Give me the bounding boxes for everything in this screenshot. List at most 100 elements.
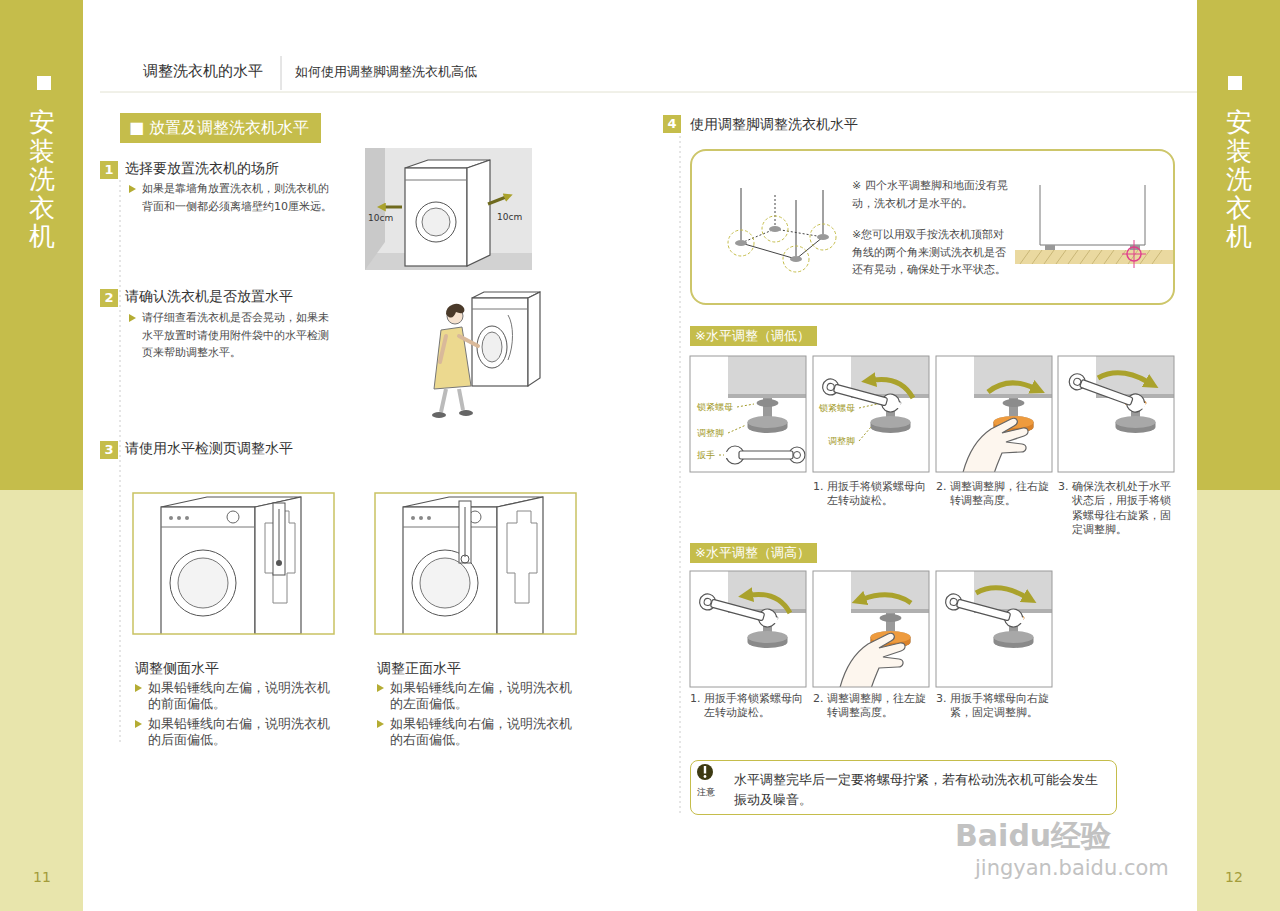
raise-step-illustration xyxy=(936,571,1052,687)
woman-checking-illustration xyxy=(459,336,478,346)
side-band: 安装洗衣机 xyxy=(0,0,83,911)
leveling-feet-diagram xyxy=(796,200,797,256)
wall-corner-illustration xyxy=(365,148,532,270)
raise-step-illustration xyxy=(750,594,790,613)
woman-checking-illustration xyxy=(459,389,463,410)
level-page-side-illustration xyxy=(133,493,334,634)
machine-on-floor-illustration xyxy=(1015,250,1173,264)
level-page-side-illustration xyxy=(279,509,280,561)
raise-step-illustration xyxy=(936,571,1052,687)
wall-corner-illustration xyxy=(365,148,532,270)
woman-checking-illustration xyxy=(472,298,528,386)
lower-step-illustration xyxy=(1098,373,1148,382)
box-text: 安装洗衣机 xyxy=(1226,108,1252,251)
lower-step-illustration xyxy=(988,383,1034,392)
lower-step-illustration xyxy=(961,418,1028,486)
side-band-fill xyxy=(1228,76,1242,90)
leveling-feet-diagram xyxy=(735,240,747,246)
wall-corner-illustration xyxy=(422,208,450,236)
lower-step-illustration xyxy=(859,427,871,441)
level-page-side-illustration xyxy=(170,550,236,616)
caution-icon xyxy=(697,764,713,780)
step-number-text: 4 xyxy=(663,115,681,133)
leveling-feet-diagram xyxy=(728,188,836,272)
woman-checking-illustration xyxy=(459,410,473,416)
lower-step-illustration xyxy=(813,356,929,472)
page-title: 调整洗衣机的水平 xyxy=(143,62,263,81)
wall-corner-illustration xyxy=(405,168,467,266)
wall-corner-illustration xyxy=(416,202,456,242)
lower-step-illustration xyxy=(936,356,1052,486)
leveling-feet-diagram xyxy=(817,234,829,240)
step-caption: 3. 确保洗衣机处于水平状态后，用扳手将锁紧螺母往右旋紧，固定调整脚。 xyxy=(1058,480,1176,537)
watermark: jingyan.baidu.com xyxy=(975,856,1169,881)
raise-step-illustration xyxy=(813,571,929,701)
wall-corner-illustration xyxy=(488,197,506,204)
caution-icon xyxy=(697,764,713,780)
step-caption: 3. 用扳手将螺母向右旋紧，固定调整脚。 xyxy=(936,692,1054,721)
woman-checking-illustration xyxy=(441,389,446,412)
caution-icon xyxy=(704,775,707,778)
header-rule xyxy=(100,56,1197,815)
caution-icon xyxy=(704,766,706,774)
leveling-feet-diagram xyxy=(775,195,776,226)
step-number: 4 xyxy=(663,115,681,133)
sub-heading-tag: ※水平调整（调低） xyxy=(690,326,817,346)
level-page-side-illustration xyxy=(169,516,173,520)
sub-heading-tag: ※水平调整（调高） xyxy=(690,543,817,563)
level-page-side-illustration xyxy=(161,507,255,637)
level-page-front-illustration xyxy=(403,497,543,637)
box-text: 安装洗衣机 xyxy=(29,108,55,251)
lower-step-illustration xyxy=(728,425,746,433)
dimension-label: 10cm xyxy=(368,213,393,224)
level-page-side-illustration xyxy=(161,497,301,637)
level-page-side-illustration xyxy=(227,511,239,523)
step-number-text: 1 xyxy=(100,161,118,179)
raise-step-illustration xyxy=(813,571,929,687)
lower-step-illustration xyxy=(690,356,806,472)
lower-step-illustration xyxy=(719,455,724,456)
raise-step-illustration xyxy=(936,571,1052,687)
bullet-note: 如果铅锤线向右偏，说明洗衣机的右面偏低。 xyxy=(390,716,580,749)
leveling-feet-diagram xyxy=(762,216,788,242)
side-band: 安装洗衣机 xyxy=(1197,0,1280,911)
leveling-feet-diagram xyxy=(783,246,809,272)
woman-checking-illustration xyxy=(528,292,540,386)
header-rule xyxy=(680,136,681,815)
leveling-feet-diagram xyxy=(728,230,754,256)
lower-step-illustration xyxy=(690,356,1174,486)
box-label: ■ 放置及调整洗衣机水平 xyxy=(129,118,312,137)
leveling-feet-diagram xyxy=(823,190,824,234)
lower-step-illustration xyxy=(690,356,806,472)
section-heading: ■ 放置及调整洗衣机水平 xyxy=(120,113,321,143)
step-heading: 使用调整脚调整洗衣机水平 xyxy=(690,116,858,133)
level-page-front-illustration xyxy=(461,555,469,563)
lower-step-illustration xyxy=(737,404,754,407)
wall-corner-illustration xyxy=(365,148,385,270)
woman-checking-illustration xyxy=(472,309,528,310)
lower-step-illustration xyxy=(1058,356,1174,472)
level-page-front-illustration xyxy=(375,493,576,637)
step-caption: 2. 调整调整脚，往右旋转调整高度。 xyxy=(936,480,1054,509)
lower-step-illustration xyxy=(1058,356,1174,472)
lower-step-illustration xyxy=(725,446,805,464)
step-heading: 请使用水平检测页调整水平 xyxy=(125,440,293,457)
lower-step-illustration xyxy=(1058,356,1174,472)
lower-step-illustration xyxy=(859,404,877,408)
level-page-front-illustration xyxy=(403,527,497,528)
step-caption: 1. 用扳手将锁紧螺母向左转动旋松。 xyxy=(813,480,931,509)
woman-checking-illustration xyxy=(477,326,507,368)
side-band-fill xyxy=(0,0,83,490)
caution-box: 注意水平调整完毕后一定要将螺母拧紧，若有松动洗衣机可能会发生振动及噪音。 xyxy=(690,760,1117,815)
level-page-side-illustration xyxy=(276,560,282,566)
bullet-note: 如果铅锤线向左偏，说明洗衣机的左面偏低。 xyxy=(390,680,580,713)
level-page-front-illustration xyxy=(427,516,431,520)
step-heading: 选择要放置洗衣机的场所 xyxy=(125,160,279,177)
woman-checking-illustration xyxy=(482,332,502,362)
bullet-marker xyxy=(129,314,136,322)
watermark: Baidu经验 xyxy=(955,818,1111,854)
bullet-note: 如果是靠墙角放置洗衣机，则洗衣机的背面和一侧都必须离墙壁约10厘米远。 xyxy=(142,180,336,215)
level-page-front-illustration xyxy=(459,501,471,563)
dimension-label: 10cm xyxy=(497,212,522,223)
